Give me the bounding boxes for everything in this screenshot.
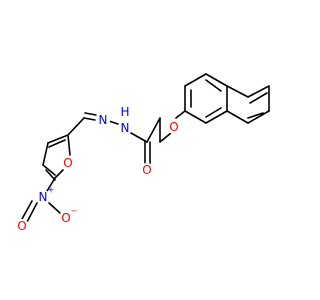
bond bbox=[205, 73, 228, 87]
bond bbox=[159, 132, 172, 143]
atom-labels: N N H O O O N + O bbox=[15, 105, 181, 233]
bond bbox=[205, 79, 222, 92]
bond bbox=[226, 85, 249, 98]
atom-symbol: O bbox=[169, 120, 178, 134]
bond bbox=[184, 110, 207, 124]
bond bbox=[108, 120, 119, 125]
atom-hydrogen: H bbox=[120, 105, 129, 119]
bonds bbox=[21, 73, 270, 223]
bond bbox=[205, 110, 228, 124]
bond bbox=[21, 200, 33, 220]
bond bbox=[45, 169, 56, 181]
bond bbox=[175, 110, 186, 119]
atom-o-nitro-double: O bbox=[15, 219, 29, 233]
atom-charge: − bbox=[71, 207, 78, 216]
bond bbox=[54, 169, 64, 179]
bond bbox=[42, 164, 56, 176]
bond bbox=[84, 112, 97, 116]
bond bbox=[26, 202, 38, 223]
bond bbox=[67, 134, 71, 156]
bond bbox=[42, 142, 49, 166]
atom-symbol: O bbox=[63, 156, 72, 170]
bond bbox=[48, 202, 61, 214]
bond bbox=[184, 73, 207, 87]
atom-o-ether: O bbox=[167, 120, 181, 134]
bond bbox=[249, 92, 268, 104]
bond bbox=[46, 177, 56, 192]
bond bbox=[47, 134, 69, 144]
atom-o-carbonyl: O bbox=[140, 163, 154, 177]
atom-symbol: N bbox=[99, 113, 108, 127]
molecule-structure: N N H O O O N + O bbox=[15, 73, 270, 233]
atom-symbol: N bbox=[39, 190, 48, 204]
bond bbox=[247, 85, 270, 98]
atom-n-nitro: N + bbox=[36, 186, 55, 204]
bond bbox=[247, 110, 270, 124]
atom-o-furan: O bbox=[61, 156, 75, 170]
atom-symbol: O bbox=[17, 219, 26, 233]
atom-symbol: O bbox=[61, 211, 70, 225]
bond bbox=[205, 107, 222, 118]
atom-symbol: N bbox=[121, 121, 130, 135]
bond bbox=[67, 117, 85, 136]
bond bbox=[226, 110, 249, 124]
bond bbox=[48, 139, 66, 148]
atom-nh: N H bbox=[118, 105, 132, 135]
atom-charge: + bbox=[48, 186, 55, 195]
bond bbox=[247, 112, 264, 119]
atom-symbol: O bbox=[142, 163, 151, 177]
bond bbox=[83, 117, 96, 121]
atom-o-nitro-minus: O − bbox=[59, 207, 78, 225]
bond bbox=[130, 132, 148, 143]
bond bbox=[146, 117, 161, 143]
atom-n-hydrazone: N bbox=[96, 113, 110, 127]
